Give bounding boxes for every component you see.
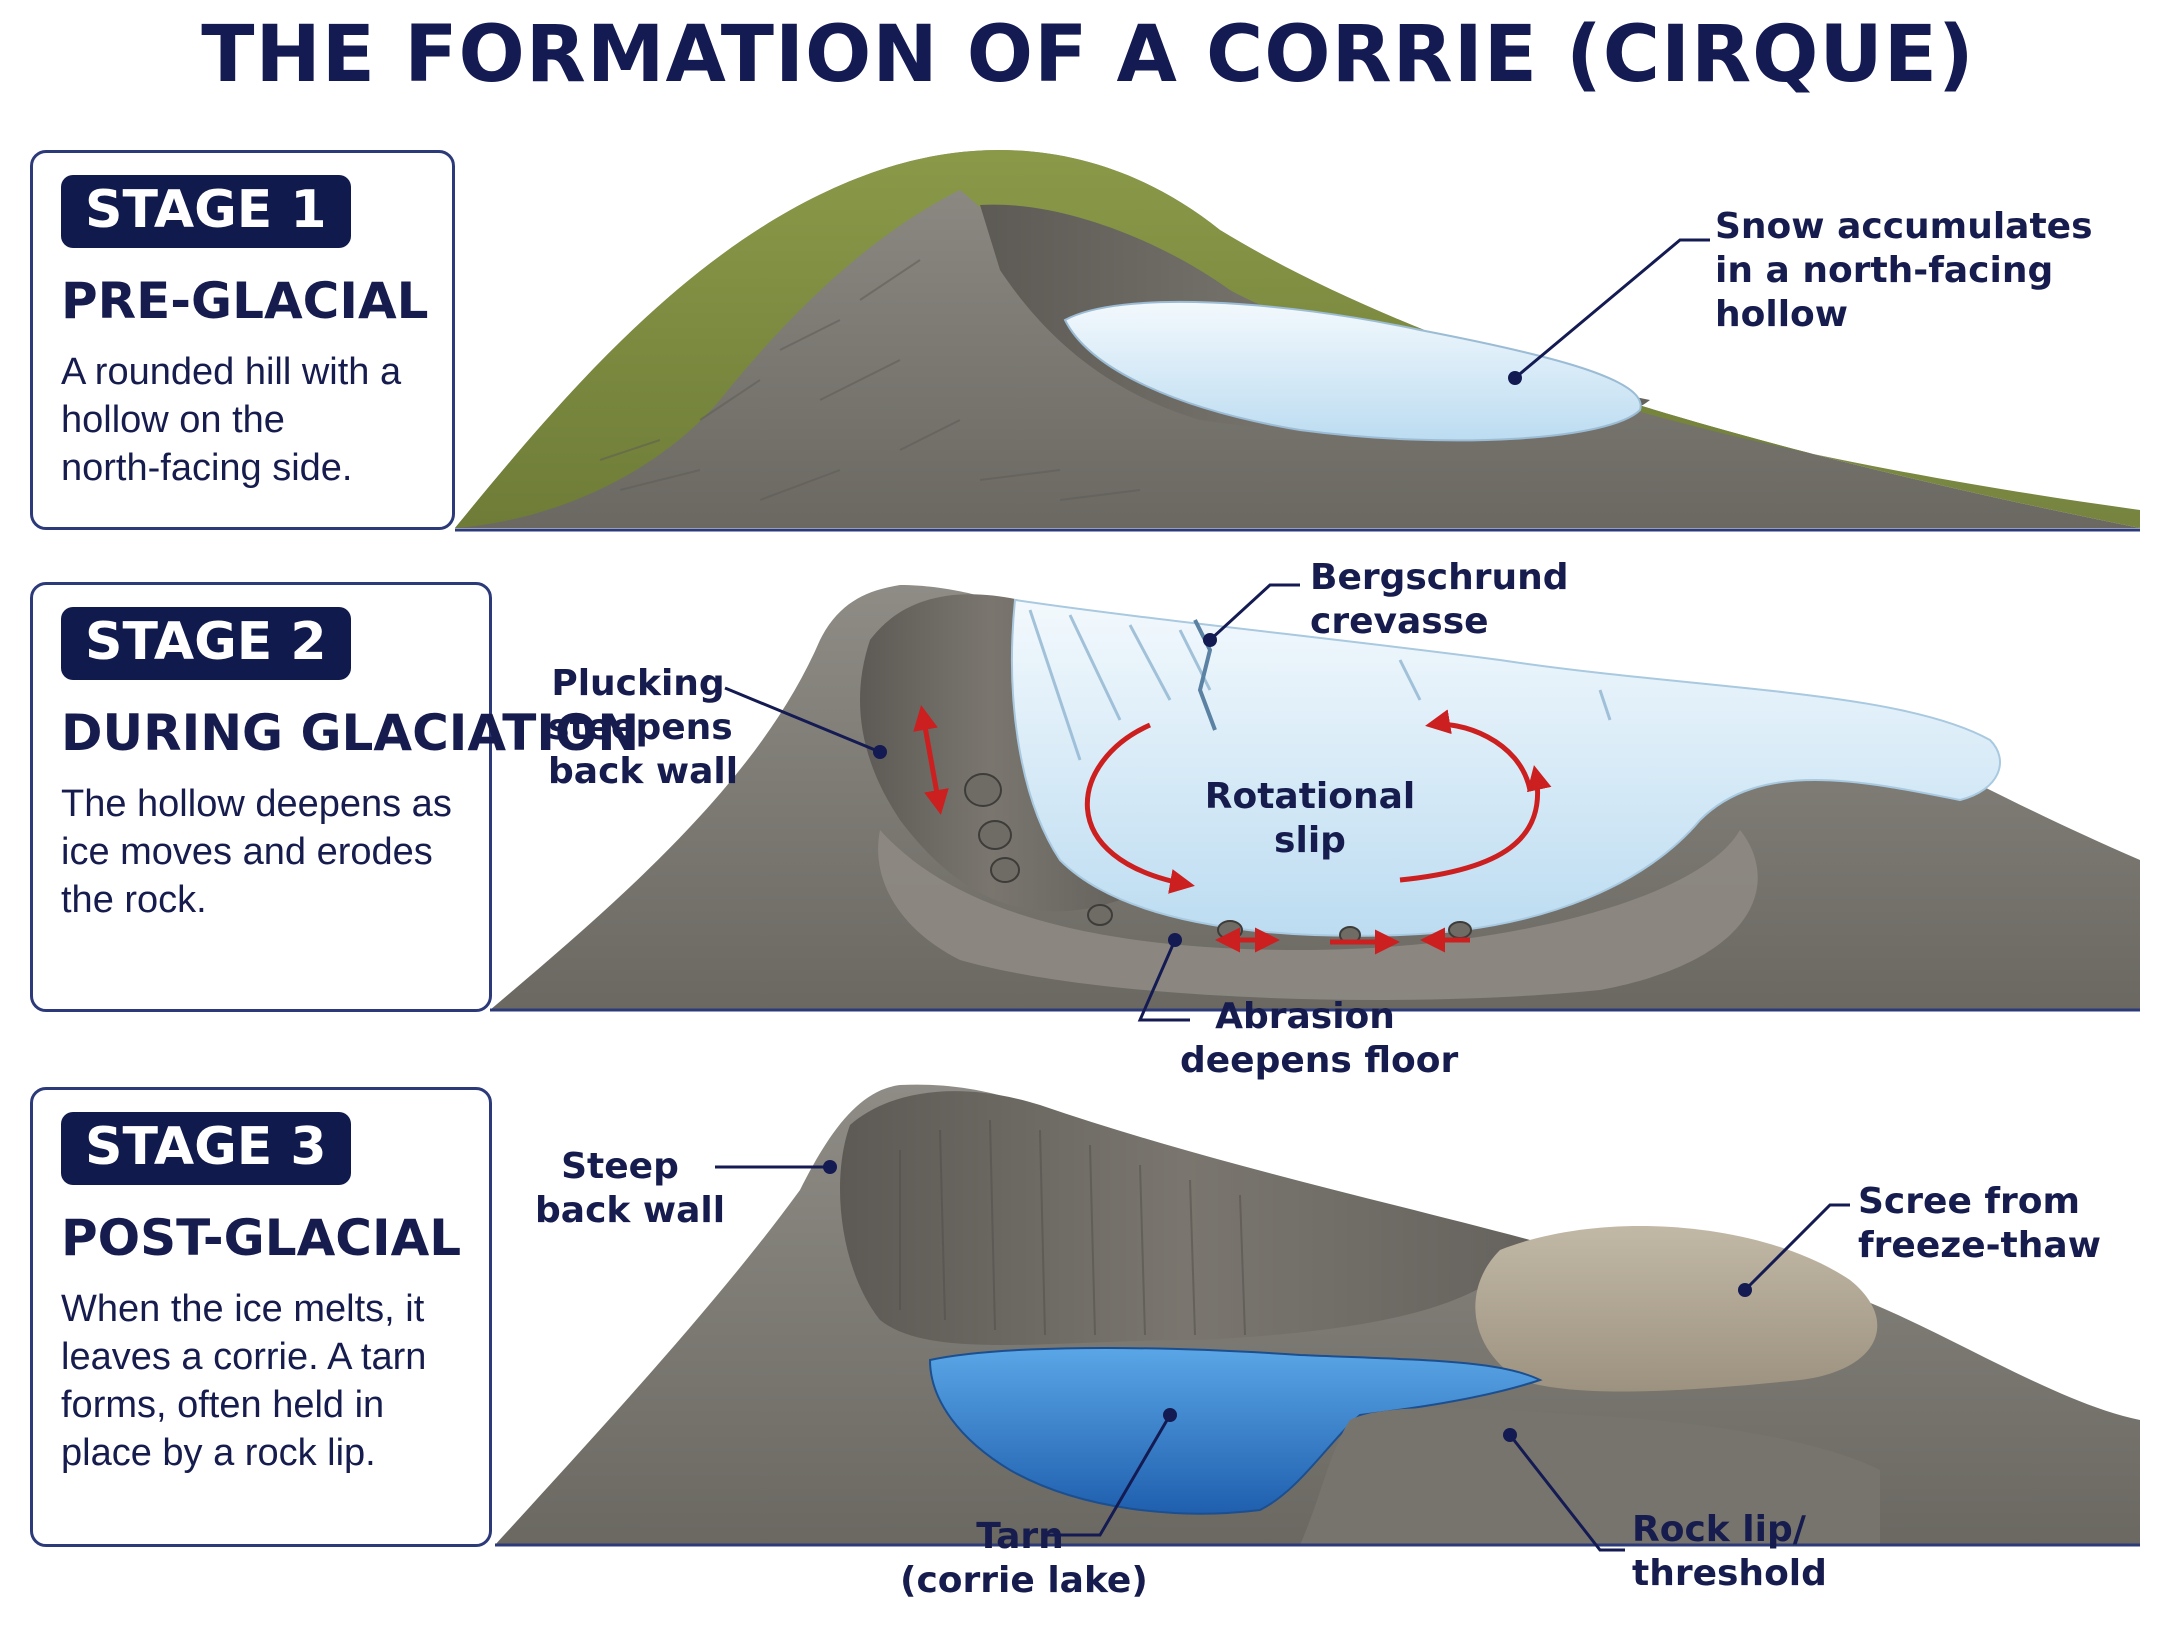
stage1-desc-line: north-facing side.	[61, 446, 353, 489]
stage3-desc-line: When the ice melts, it	[61, 1287, 425, 1330]
label-tarn: Tarn (corrie lake)	[900, 1515, 1148, 1603]
stage3-desc-line: forms, often held in	[61, 1383, 385, 1426]
stage3-heading: POST-GLACIAL	[61, 1208, 462, 1267]
stage2-floor-debris	[878, 830, 1758, 1000]
stage2-desc-line: the rock.	[61, 878, 207, 921]
label-line: Steep	[561, 1146, 679, 1187]
label-bergschrund: Bergschrund crevasse	[1310, 556, 1569, 644]
stage3-scree	[1475, 1226, 1878, 1392]
label-line: Tarn	[976, 1516, 1064, 1557]
label-line: freeze-thaw	[1858, 1225, 2101, 1266]
stage2-card: STAGE 2 DURING GLACIATION The hollow dee…	[30, 582, 640, 1012]
stage1-card: STAGE 1 PRE-GLACIAL A rounded hill with …	[30, 150, 455, 530]
stage2-badge: STAGE 2	[61, 607, 351, 680]
page-title: THE FORMATION OF A CORRIE (CIRQUE)	[201, 10, 1975, 100]
label-plucking: Plucking steepens back wall	[548, 662, 739, 794]
stage3-card: STAGE 3 POST-GLACIAL When the ice melts,…	[30, 1087, 492, 1547]
plucked-boulders	[964, 773, 1472, 944]
bergschrund-crack	[1193, 619, 1217, 731]
stage2-ice	[1011, 598, 2001, 937]
label-line: Snow accumulates	[1715, 206, 2093, 247]
label-line: Rock lip/	[1632, 1509, 1806, 1550]
stage3-corrie	[495, 1084, 2140, 1545]
stage1-hill	[455, 150, 2140, 528]
stage1-heading: PRE-GLACIAL	[61, 271, 429, 330]
stage3-badge: STAGE 3	[61, 1112, 351, 1185]
label-line: threshold	[1632, 1553, 1827, 1594]
stage3-desc-line: leaves a corrie. A tarn	[61, 1335, 427, 1378]
label-line: slip	[1274, 820, 1346, 861]
label-snow-accumulates: Snow accumulates in a north-facing hollo…	[1715, 205, 2093, 337]
stage3-desc-line: place by a rock lip.	[61, 1431, 376, 1474]
label-line: back wall	[535, 1190, 726, 1231]
label-rotational-slip: Rotational slip	[1200, 775, 1420, 863]
label-line: back wall	[548, 751, 739, 792]
stage1-snow	[1063, 300, 1642, 442]
stage2-desc-line: ice moves and erodes	[61, 830, 433, 873]
label-rock-lip: Rock lip/ threshold	[1632, 1508, 1827, 1596]
stage2-description: The hollow deepens as ice moves and erod…	[61, 780, 461, 924]
label-line: crevasse	[1310, 601, 1489, 642]
label-line: hollow	[1715, 294, 1849, 335]
stage2-heading: DURING GLACIATION	[61, 703, 640, 762]
label-line: (corrie lake)	[900, 1560, 1148, 1601]
label-line: deepens floor	[1180, 1040, 1459, 1081]
rotational-slip-arrows	[913, 705, 1552, 955]
label-line: Scree from	[1858, 1181, 2081, 1222]
stage1-description: A rounded hill with a hollow on the nort…	[61, 348, 424, 492]
label-scree: Scree from freeze-thaw	[1858, 1180, 2101, 1268]
label-steep-back-wall: Steep back wall	[535, 1145, 726, 1233]
stage2-desc-line: The hollow deepens as	[61, 782, 452, 825]
label-line: Plucking	[551, 663, 725, 704]
leader-lines	[715, 238, 1850, 1552]
stage1-badge: STAGE 1	[61, 175, 351, 248]
stage1-desc-line: A rounded hill with a	[61, 350, 402, 393]
label-line: Rotational	[1204, 776, 1416, 817]
stage1-desc-line: hollow on the	[61, 398, 285, 441]
stage3-description: When the ice melts, it leaves a corrie. …	[61, 1285, 461, 1477]
label-line: in a north-facing	[1715, 250, 2054, 291]
leader-dots	[823, 371, 1752, 1442]
stage3-rock-lip	[1300, 1408, 1880, 1545]
stage2-glacier	[490, 585, 2140, 1010]
stage3-back-wall	[840, 1091, 1530, 1345]
label-line: Bergschrund	[1310, 557, 1569, 598]
label-line: steepens	[548, 707, 733, 748]
label-line: Abrasion	[1215, 996, 1395, 1037]
label-abrasion: Abrasion deepens floor	[1180, 995, 1459, 1083]
